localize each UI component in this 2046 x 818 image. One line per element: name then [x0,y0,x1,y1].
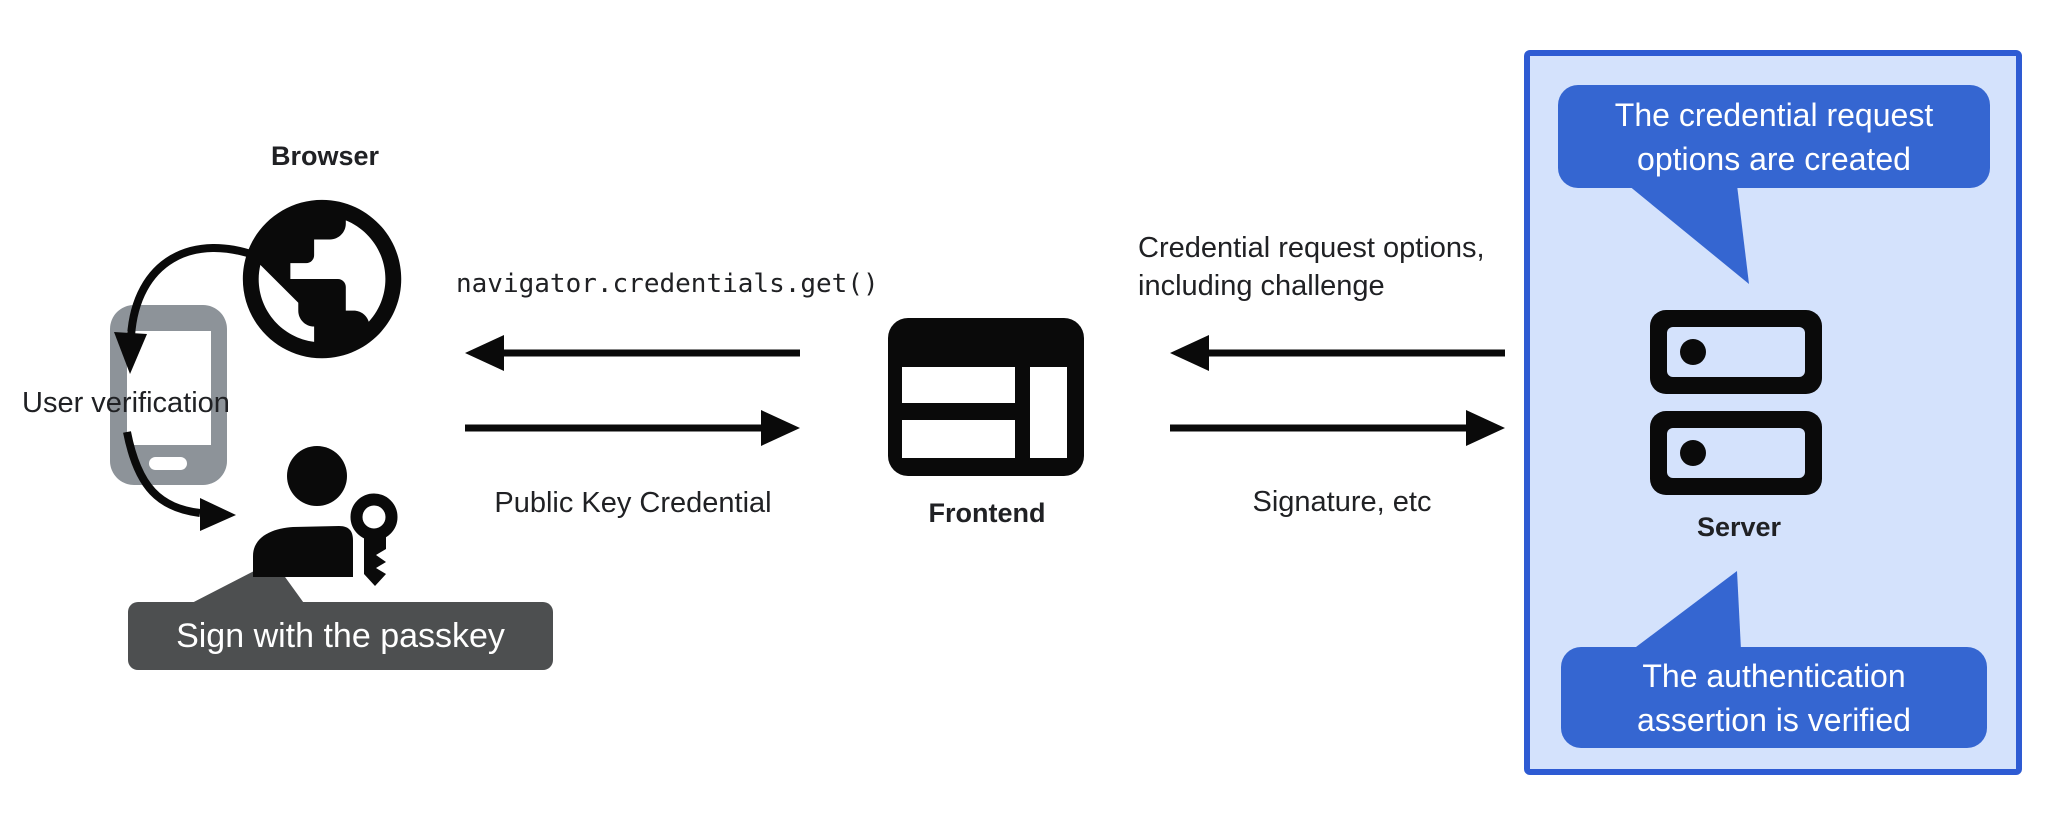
user-verification-label: User verification [22,387,230,419]
signature-etc-label: Signature, etc [1252,486,1432,518]
credential-request-options-label: Credential request options, including ch… [1138,232,1485,302]
browser-label: Browser [270,141,380,171]
server-stack-icon [1650,310,1822,495]
callout-assertion-verified: The authentication assertion is verified [1561,647,1987,748]
frontend-label: Frontend [928,498,1046,528]
arrow-frontend-to-browser [465,335,800,371]
web-window-icon [888,318,1084,476]
server-label: Server [1696,512,1782,542]
person-passkey-icon [253,446,398,586]
callout-tail-bottom [1632,571,1741,650]
dark-callout-pointer [186,570,306,606]
callout-bottom-text: The authentication assertion is verified [1637,657,1911,738]
sign-with-passkey-callout: Sign with the passkey [128,602,553,670]
sign-with-passkey-text: Sign with the passkey [176,616,505,655]
arrow-browser-to-phone [114,244,264,374]
callout-top-text: The credential request options are creat… [1614,96,1934,177]
arrow-browser-to-frontend [465,410,800,446]
callout-credential-request-created: The credential request options are creat… [1558,85,1990,188]
public-key-credential-label: Public Key Credential [494,487,772,519]
globe-icon [242,199,402,359]
navigator-credentials-get-code: navigator.credentials.get() [456,269,879,299]
key-icon [350,493,398,586]
arrow-frontend-to-server [1170,410,1505,446]
arrow-server-to-frontend [1170,335,1505,371]
arrow-phone-to-user [123,431,236,531]
callout-tail-top [1628,185,1749,284]
